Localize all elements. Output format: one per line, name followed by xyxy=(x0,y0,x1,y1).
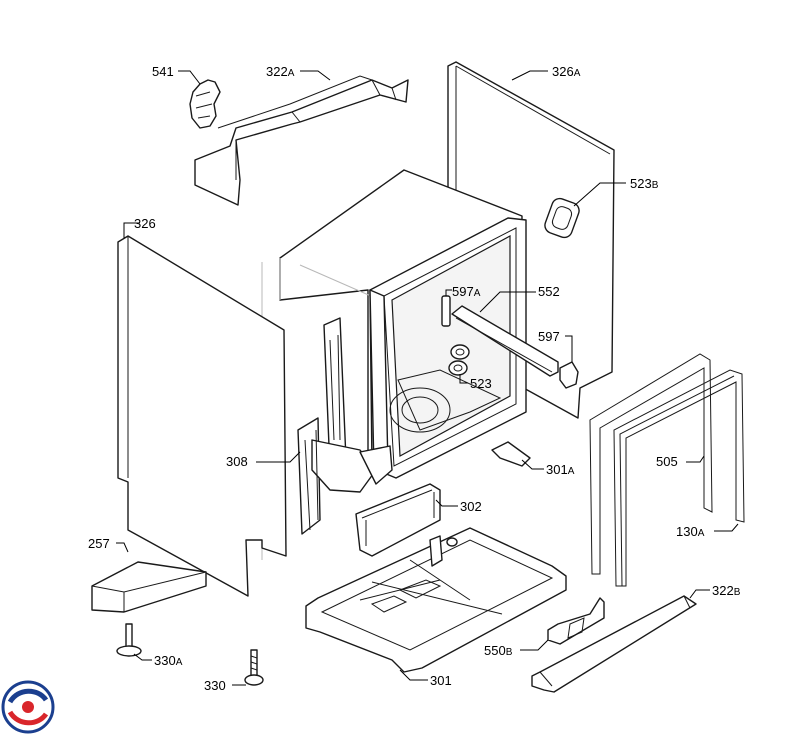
callout-552: 552 xyxy=(538,284,560,299)
callout-541: 541 xyxy=(152,64,174,79)
callout-550b: 550B xyxy=(484,643,513,658)
screw-330 xyxy=(244,649,264,686)
callout-301a: 301A xyxy=(546,462,575,477)
foot-330a xyxy=(116,623,142,657)
callout-597a: 597A xyxy=(452,284,481,299)
callout-326a: 326A xyxy=(552,64,581,79)
tub-body xyxy=(261,169,527,560)
logo-dot xyxy=(22,701,34,713)
bracket-597a xyxy=(441,295,451,327)
leader-lines xyxy=(116,70,739,686)
callout-523: 523 xyxy=(470,376,492,391)
callout-322b: 322B xyxy=(712,583,741,598)
bracket-301a xyxy=(491,441,531,467)
rail-322b xyxy=(531,595,697,693)
callout-257: 257 xyxy=(88,536,110,551)
logo-swoosh-blue xyxy=(7,688,49,704)
callout-330: 330 xyxy=(204,678,226,693)
side-panel-326 xyxy=(117,235,287,597)
bracket-302 xyxy=(355,483,441,557)
seal-130a xyxy=(613,369,745,587)
bracket-550b xyxy=(547,597,605,645)
callout-330a: 330A xyxy=(154,653,183,668)
callout-308: 308 xyxy=(226,454,248,469)
hinge-308 xyxy=(297,317,393,535)
base-frame-301 xyxy=(305,527,567,673)
callout-302: 302 xyxy=(460,499,482,514)
seal-505 xyxy=(589,353,713,575)
brand-logo xyxy=(1,680,55,734)
callout-523b: 523B xyxy=(630,176,659,191)
callout-301: 301 xyxy=(430,673,452,688)
callout-326: 326 xyxy=(134,216,156,231)
clip-541 xyxy=(189,79,221,129)
plinth-257 xyxy=(91,561,207,613)
bar-552 xyxy=(451,305,559,377)
logo-swoosh-red xyxy=(7,710,49,726)
top-rail-322a xyxy=(194,75,409,206)
callout-505: 505 xyxy=(656,454,678,469)
callout-130a: 130A xyxy=(676,524,705,539)
callout-322a: 322A xyxy=(266,64,295,79)
nozzle-523 xyxy=(448,344,470,376)
callout-597: 597 xyxy=(538,329,560,344)
